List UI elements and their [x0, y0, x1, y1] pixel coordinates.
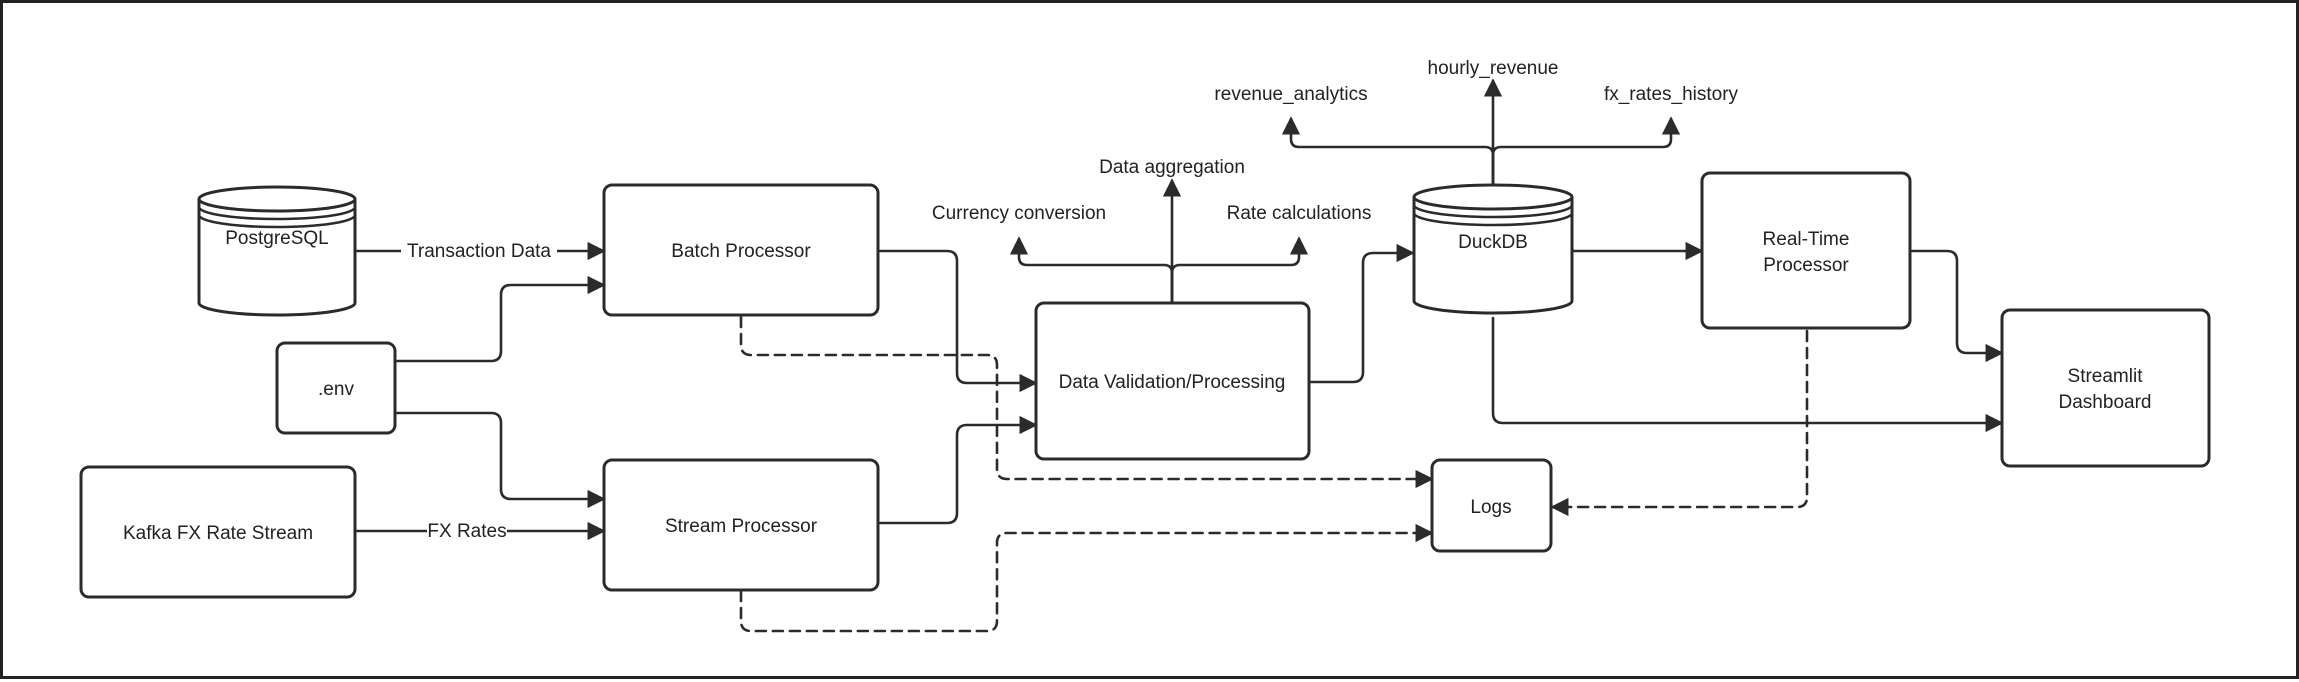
edge-validation-currency — [1009, 236, 1174, 305]
node-kafka-fx-rate-stream: Kafka FX Rate Stream — [79, 465, 357, 599]
edge-stream-logs — [739, 523, 1434, 633]
node-label: Batch Processor — [671, 241, 811, 262]
edge-batch-logs — [739, 315, 1434, 489]
node-batch-processor: Batch Processor — [602, 183, 880, 317]
node-label: DuckDB — [1458, 232, 1528, 253]
edge-duckdb-streamlit — [1491, 316, 2004, 433]
edge-label-fx-rates: FX Rates — [427, 517, 507, 545]
edge-duckdb-fx-rates-history — [1491, 116, 1681, 187]
node-stream-processor: Stream Processor — [602, 458, 880, 592]
node-postgresql: PostgreSQL — [197, 185, 357, 317]
edge-env-batch — [395, 275, 606, 363]
architecture-diagram: Transaction Data FX Rates PostgreSQL .en… — [79, 58, 2211, 633]
output-data-aggregation: Data aggregation — [1099, 157, 1245, 178]
output-currency-conversion: Currency conversion — [932, 203, 1106, 224]
output-hourly-revenue: hourly_revenue — [1428, 58, 1559, 79]
node-streamlit-dashboard: Streamlit Dashboard — [2000, 308, 2211, 468]
output-labels: Currency conversion Data aggregation Rat… — [932, 58, 1739, 224]
node-label: Kafka FX Rate Stream — [123, 523, 313, 544]
node-real-time-processor: Real-Time Processor — [1700, 171, 1912, 330]
node-label: PostgreSQL — [225, 228, 329, 249]
node-label-line2: Dashboard — [2059, 392, 2152, 413]
output-revenue-analytics: revenue_analytics — [1214, 84, 1367, 105]
edge-label-text: FX Rates — [427, 521, 506, 542]
edge-duckdb-revenue-analytics — [1281, 116, 1495, 187]
node-env: .env — [275, 341, 397, 435]
node-label: Logs — [1470, 497, 1511, 518]
node-label-line1: Streamlit — [2068, 366, 2144, 387]
node-label: Stream Processor — [665, 516, 818, 537]
output-fx-rates-history: fx_rates_history — [1604, 84, 1739, 105]
node-label: .env — [318, 379, 354, 400]
node-label-line2: Processor — [1763, 255, 1849, 276]
node-duckdb: DuckDB — [1412, 183, 1574, 315]
node-logs: Logs — [1430, 458, 1553, 553]
edge-stream-validation — [877, 415, 1038, 525]
edge-batch-validation — [877, 249, 1038, 393]
edges-solid — [353, 78, 2004, 541]
edge-realtime-logs — [1550, 329, 1809, 517]
edge-env-stream — [395, 411, 606, 509]
edge-validation-duckdb — [1307, 243, 1415, 384]
edge-validation-rate — [1170, 236, 1309, 305]
edges-dashed — [739, 315, 1809, 633]
node-label: Data Validation/Processing — [1059, 372, 1286, 393]
output-rate-calculations: Rate calculations — [1227, 203, 1372, 224]
node-label-line1: Real-Time — [1763, 229, 1850, 250]
node-data-validation-processing: Data Validation/Processing — [1034, 301, 1311, 461]
edge-label-transaction-data: Transaction Data — [401, 237, 557, 265]
edge-realtime-streamlit — [1909, 249, 2004, 363]
edge-label-text: Transaction Data — [407, 241, 551, 262]
